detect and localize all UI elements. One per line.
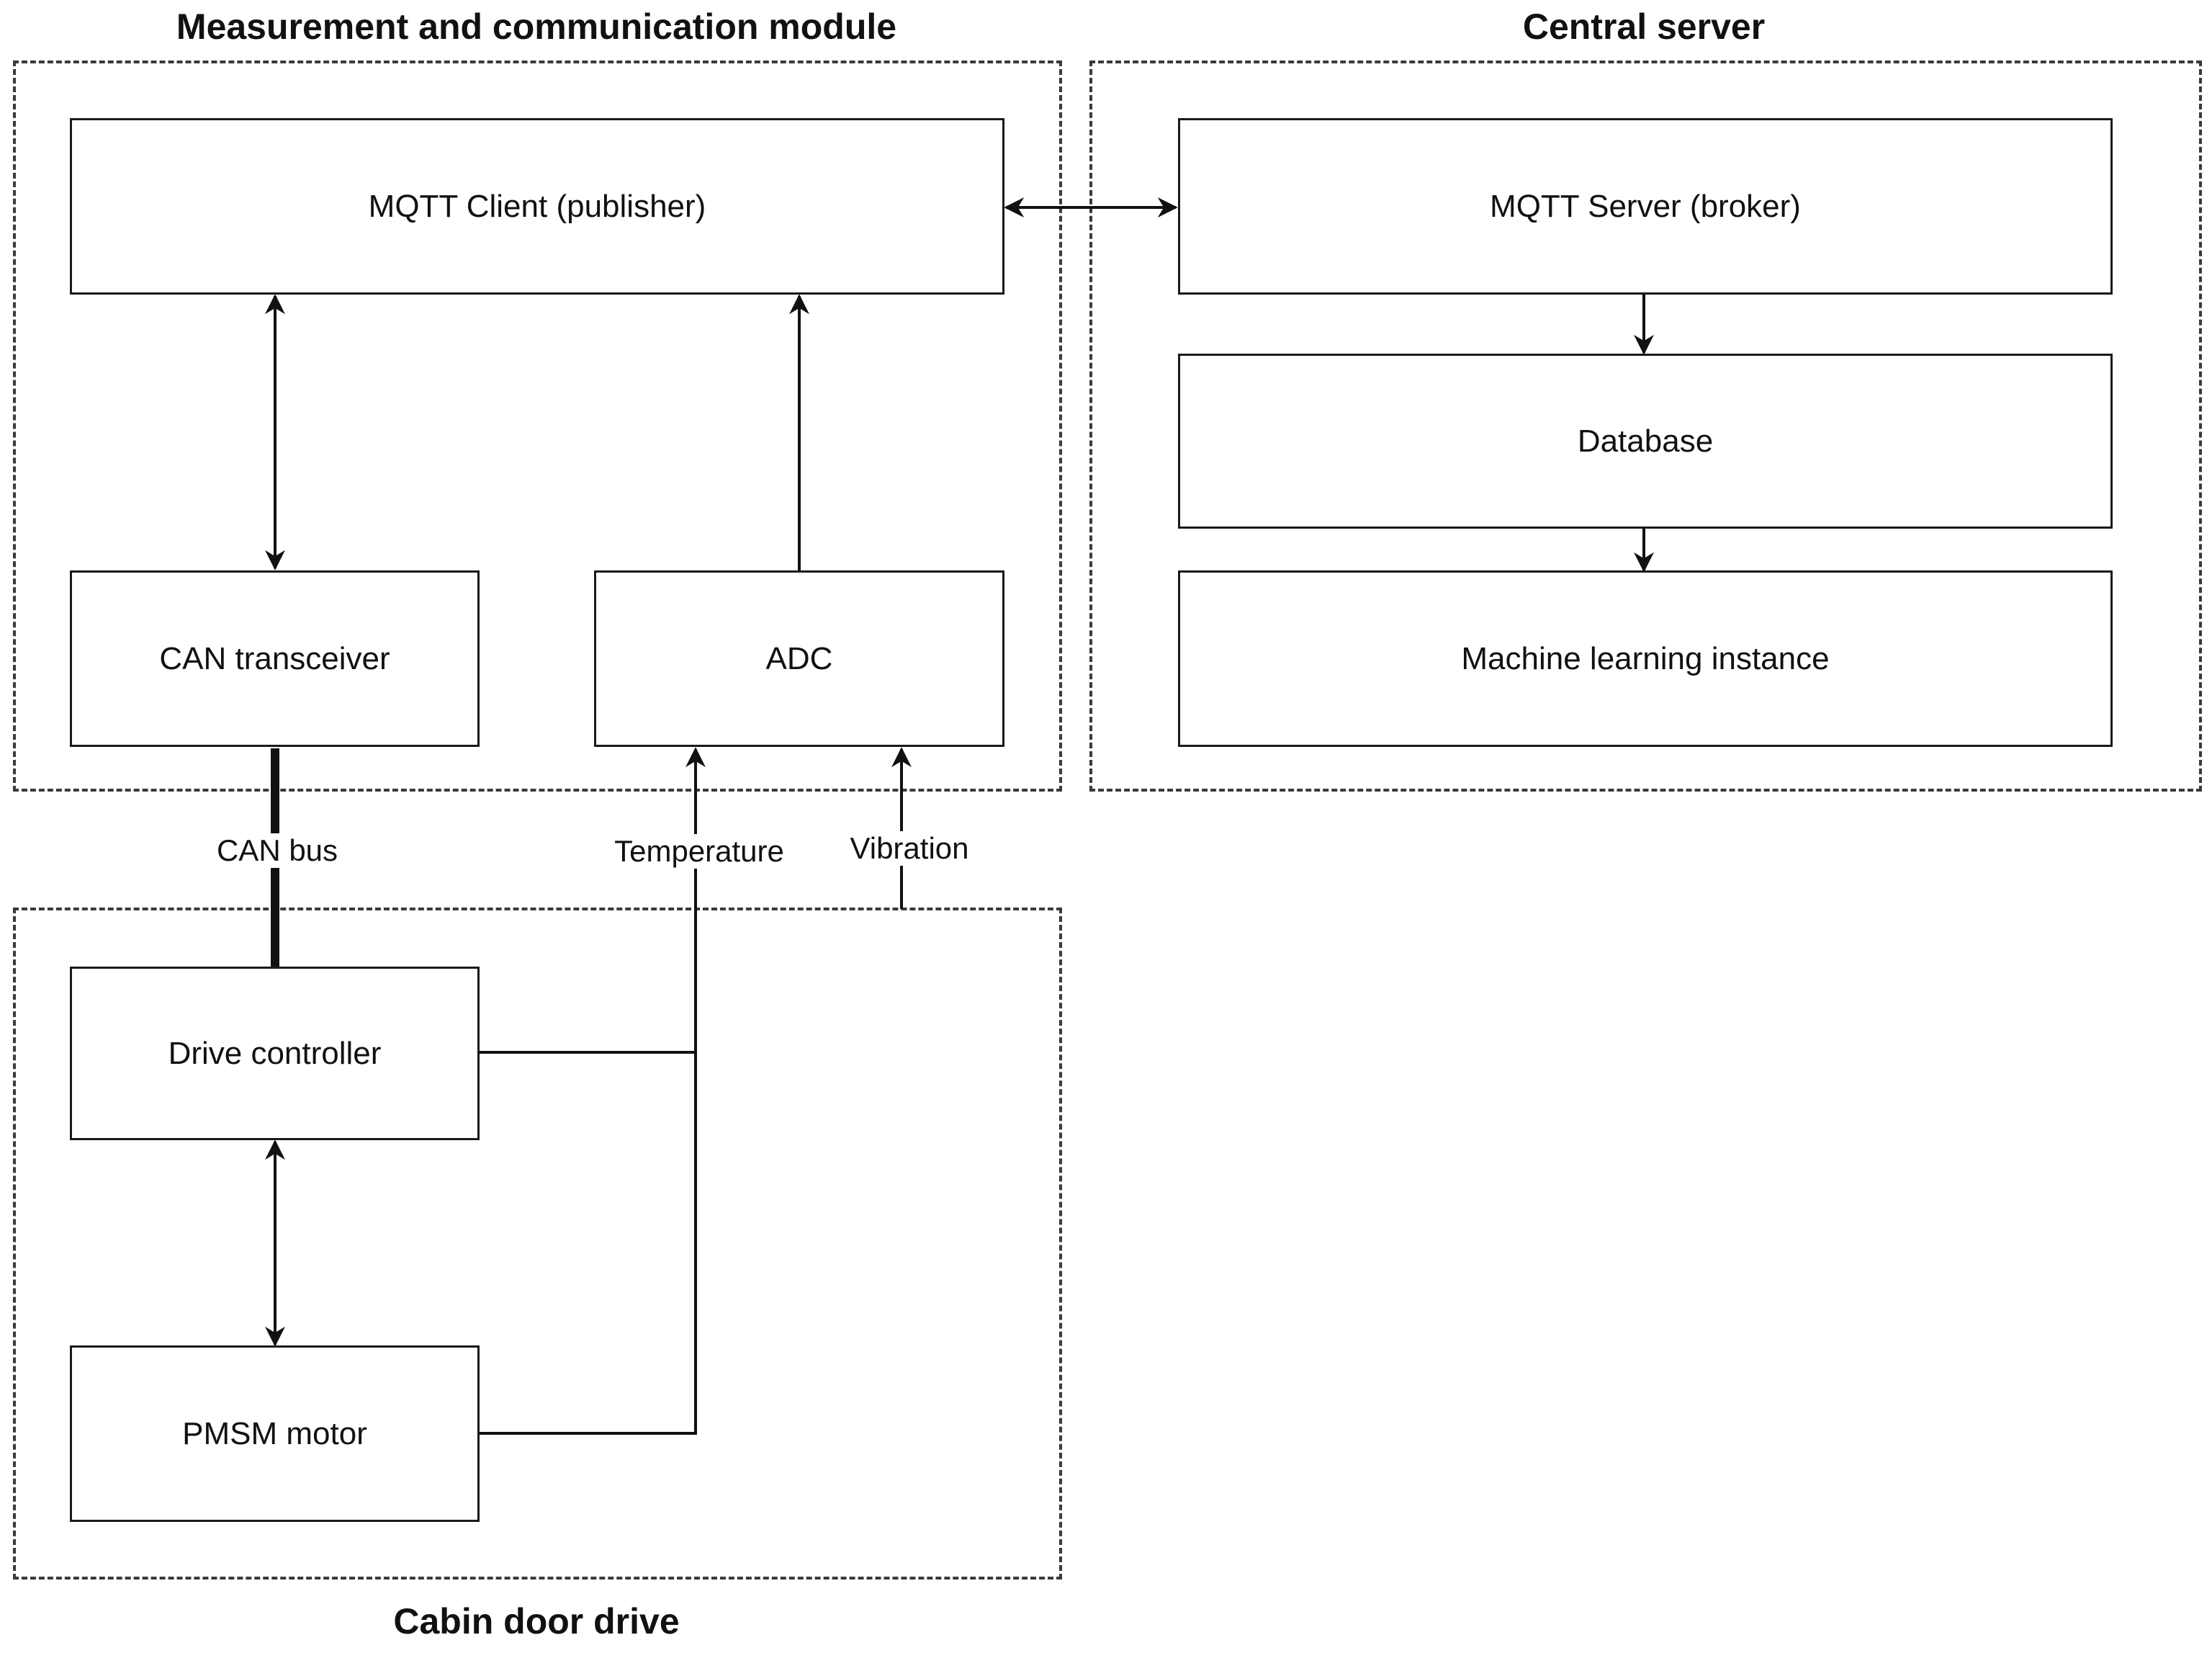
edge-label-temperature: Temperature [610,834,788,869]
node-pmsm-motor-label: PMSM motor [182,1415,367,1451]
edge-label-vibration: Vibration [845,831,974,866]
node-ml-instance: Machine learning instance [1178,570,2113,747]
node-mqtt-server-label: MQTT Server (broker) [1490,188,1801,224]
group-cabin-door-drive [13,908,1062,1580]
group-central-server [1089,61,2202,792]
node-can-transceiver: CAN transceiver [70,570,480,747]
node-drive-controller: Drive controller [70,967,480,1140]
node-can-transceiver-label: CAN transceiver [159,640,390,676]
node-database-label: Database [1577,423,1714,459]
node-adc: ADC [594,570,1004,747]
node-adc-label: ADC [765,640,833,676]
group-title-measurement: Measurement and communication module [176,6,897,47]
edge-temperature-motor [480,1052,697,1435]
node-mqtt-client-label: MQTT Client (publisher) [368,188,706,224]
node-pmsm-motor: PMSM motor [70,1345,480,1522]
group-measurement-module [13,61,1062,792]
node-mqtt-server: MQTT Server (broker) [1178,118,2113,295]
node-database: Database [1178,354,2113,529]
node-ml-instance-label: Machine learning instance [1461,640,1830,676]
node-mqtt-client: MQTT Client (publisher) [70,118,1004,295]
edge-label-can-bus: CAN bus [212,833,343,868]
edge-temperature [480,747,706,1054]
group-title-cabin: Cabin door drive [393,1601,680,1641]
node-drive-controller-label: Drive controller [168,1035,382,1071]
group-title-central: Central server [1522,6,1766,47]
